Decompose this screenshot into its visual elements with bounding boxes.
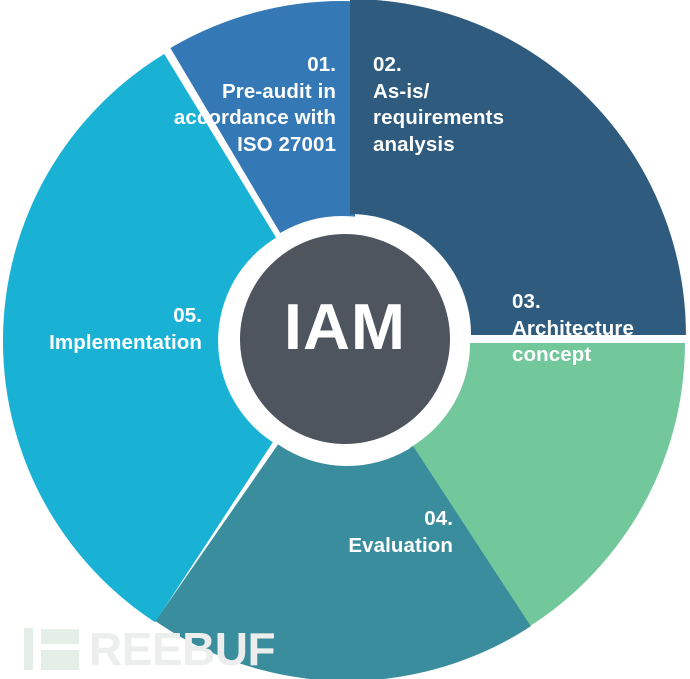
freebuf-watermark: REEBUF [24,623,276,675]
freebuf-watermark-text: REEBUF [89,623,276,675]
wheel-segment-02[interactable] [350,0,690,335]
center-hub-circle [240,234,450,444]
center-hub-label: IAM [283,290,407,363]
wheel-segment-01-label: 01. Pre-audit in accordance with ISO 270… [173,53,336,156]
wheel-segment-02-label: 02. As-is/ requirements analysis [373,53,505,156]
wheel-segment-05-label: 05. Implementation [49,304,202,354]
wheel-segment-05[interactable] [0,42,339,627]
wheel-segment-04-label: 04. Evaluation [348,507,453,557]
freebuf-logo-icon [24,628,79,670]
wheel-segment-04[interactable] [152,345,532,679]
wheel-segment-03-label: 03. Architecture concept [512,290,634,367]
